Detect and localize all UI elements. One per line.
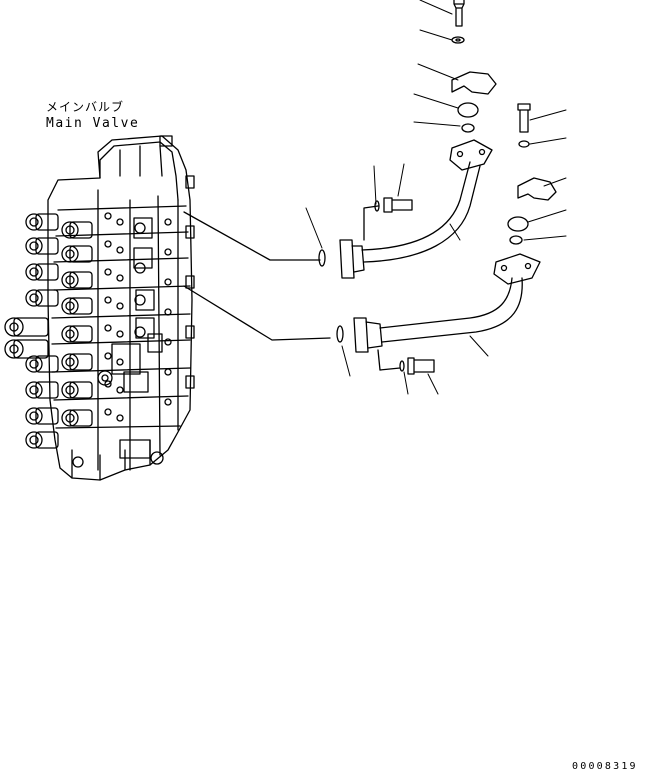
callout-leaders: [305, 0, 567, 395]
upper-exploded-parts: [451, 0, 497, 133]
lower-o-ring: [336, 325, 344, 343]
valve-right-fittings: [185, 175, 195, 389]
lower-pipe-flange: [353, 317, 383, 353]
bolt-1: [453, 0, 465, 27]
washer-1: [451, 36, 465, 44]
main-valve-label-jp: メインバルブ: [46, 100, 125, 114]
valve-top-head: [99, 141, 179, 201]
valve-base: [71, 439, 151, 481]
o-ring-1: [461, 123, 475, 133]
upper-o-ring: [318, 249, 326, 267]
split-flange-1: [451, 71, 497, 95]
valve-base-block: [119, 439, 151, 459]
upper-pipe-top-flange: [449, 139, 493, 171]
split-flange-2: [517, 177, 557, 201]
leader-valve-to-lower-pipe: [183, 285, 331, 341]
valve-top-cap: [159, 135, 173, 147]
lower-pipe-assembly: [336, 253, 541, 375]
o-ring-2: [509, 235, 523, 245]
upper-bolt-washer: [374, 200, 380, 212]
upper-pipe-assembly: [318, 139, 493, 279]
lower-pipe-tube: [379, 277, 523, 343]
upper-pipe-flange: [339, 239, 365, 279]
upper-pipe-tube: [361, 161, 481, 263]
main-valve-label-en: Main Valve: [46, 116, 140, 131]
valve-section-lines: [51, 205, 191, 429]
plug-1: [457, 102, 479, 118]
main-valve-assembly: [4, 135, 195, 481]
bolt-2: [517, 103, 531, 133]
upper-flange-bolt: [363, 197, 413, 241]
valve-base-plug: [150, 451, 164, 465]
plug-2: [507, 216, 529, 232]
washer-2: [518, 140, 530, 148]
valve-face-divisions: [97, 189, 179, 471]
valve-ports: [97, 212, 172, 422]
lower-pipe-top-flange: [493, 253, 541, 285]
figure-number: 00008319: [572, 761, 638, 772]
lower-exploded-parts: [507, 103, 557, 245]
lower-bolt-washer: [399, 360, 405, 372]
valve-body-outline: [47, 135, 193, 481]
valve-base-plug: [72, 456, 84, 468]
valve-side-bosses: [111, 217, 163, 393]
lower-flange-bolt: [377, 349, 435, 375]
leader-valve-to-upper-pipe: [183, 211, 321, 261]
valve-left-solenoids: [4, 213, 93, 449]
